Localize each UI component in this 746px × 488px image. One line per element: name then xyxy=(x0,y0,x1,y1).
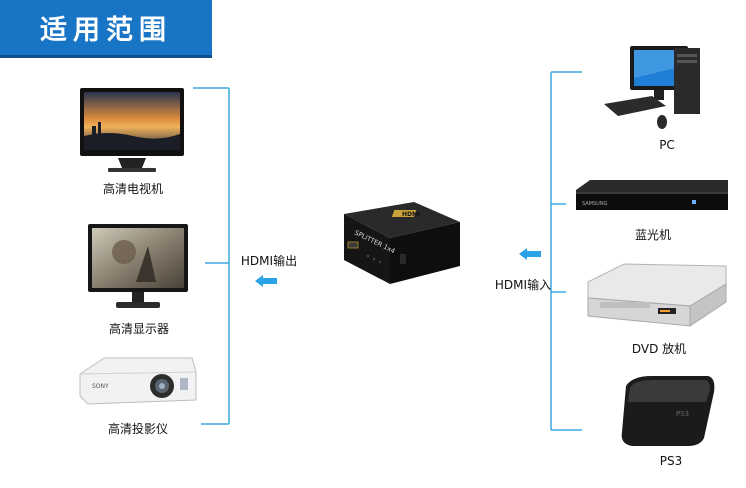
hdmi-output-label: HDMI输出 xyxy=(240,254,298,268)
input-arrow-icon xyxy=(519,248,541,260)
bluray-label: 蓝光机 xyxy=(634,228,671,242)
ps3-label: PS3 xyxy=(659,454,683,468)
banner-title: 适用范围 xyxy=(40,15,172,46)
hdmi-splitter-icon: HDMI SPLITTER 1x4 xyxy=(344,202,460,284)
splitter-brand-text: HDMI xyxy=(402,211,420,218)
projector-icon: SONY xyxy=(79,357,197,405)
dvd-label: DVD 放机 xyxy=(631,342,687,356)
output-arrow-icon xyxy=(255,275,277,287)
projector-brand-text: SONY xyxy=(92,383,109,390)
ps3-console-icon: PS3 xyxy=(621,376,715,446)
tv-icon xyxy=(80,88,184,172)
projector-label: 高清投影仪 xyxy=(107,422,168,436)
section-banner: 适用范围 xyxy=(0,0,212,58)
monitor-label: 高清显示器 xyxy=(108,322,169,336)
bluray-player-icon: SAMSUNG xyxy=(576,180,728,210)
monitor-icon xyxy=(88,224,188,308)
hdmi-input-label: HDMI输入 xyxy=(494,278,552,292)
pc-icon xyxy=(604,46,700,129)
bluray-brand-text: SAMSUNG xyxy=(582,201,608,207)
ps3-logo-text: PS3 xyxy=(676,410,689,418)
pc-label: PC xyxy=(659,138,675,152)
tv-label: 高清电视机 xyxy=(102,182,163,196)
dvd-player-icon xyxy=(587,263,727,327)
